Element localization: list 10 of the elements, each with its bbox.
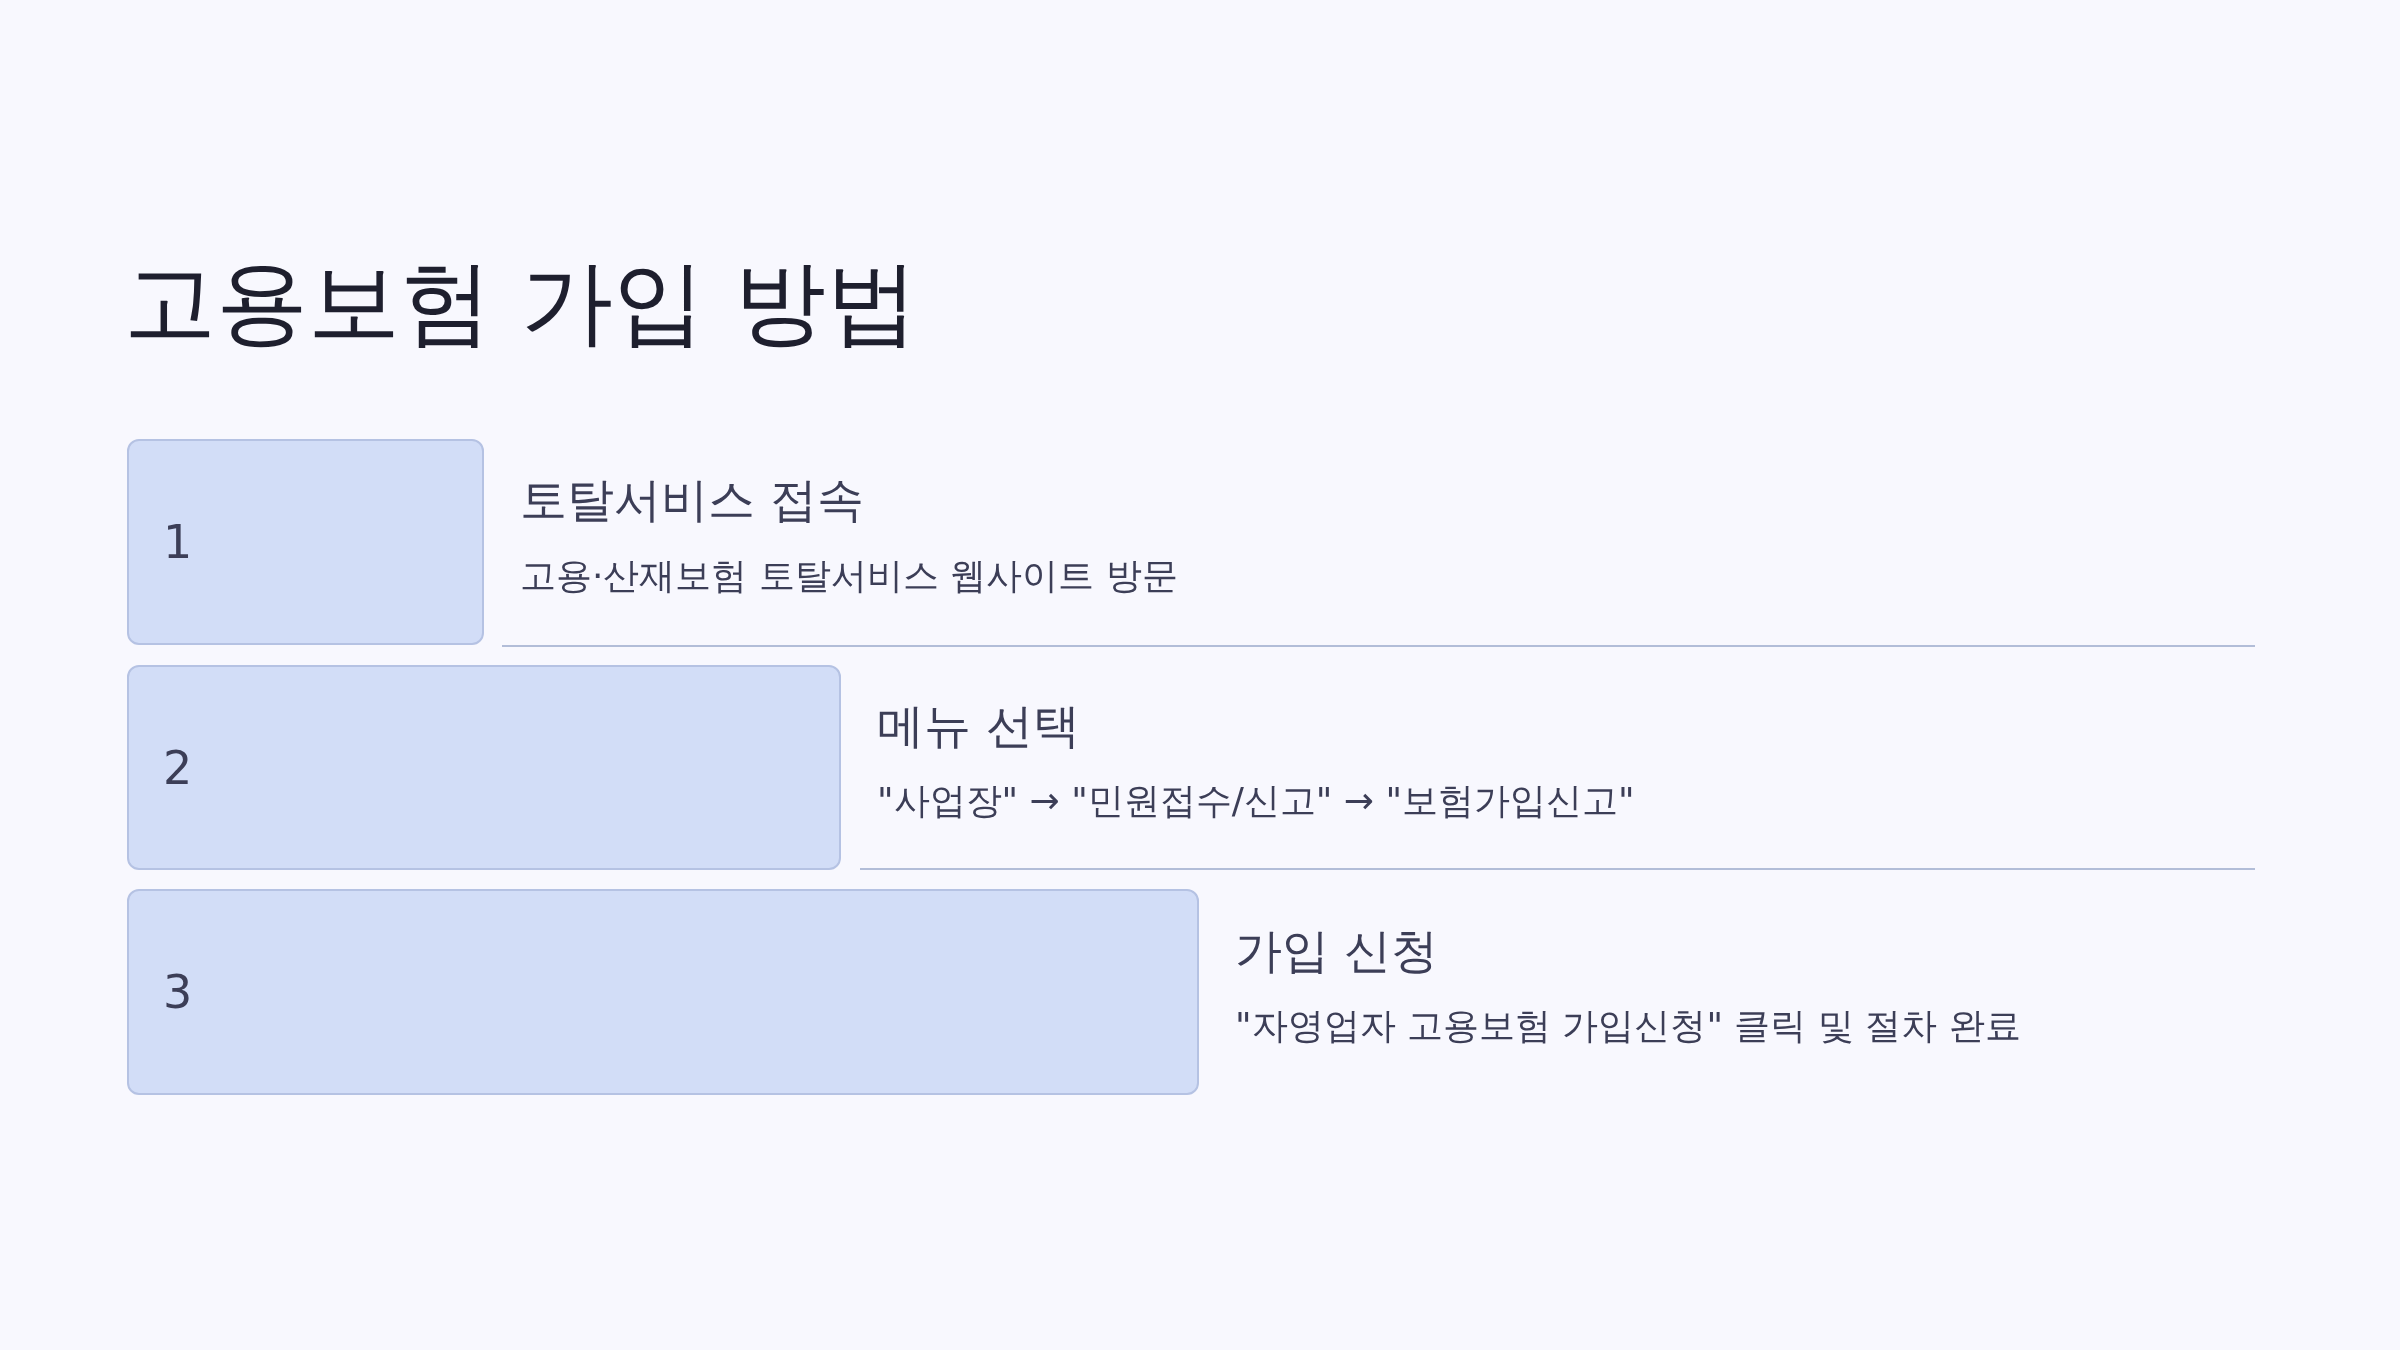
step-description: "자영업자 고용보험 가입신청" 클릭 및 절차 완료	[1235, 1004, 2021, 1048]
step-box: 1	[127, 439, 484, 645]
step-heading: 가입 신청	[1235, 922, 1438, 980]
step-heading: 토탈서비스 접속	[520, 471, 864, 529]
step-box: 2	[127, 665, 841, 870]
step-heading: 메뉴 선택	[877, 697, 1080, 755]
title: 고용보험 가입 방법	[124, 248, 919, 358]
step-description: "사업장" → "민원접수/신고" → "보험가입신고"	[877, 779, 1635, 823]
step-box: 3	[127, 889, 1199, 1095]
step-description: 고용·산재보험 토탈서비스 웹사이트 방문	[520, 554, 1178, 598]
